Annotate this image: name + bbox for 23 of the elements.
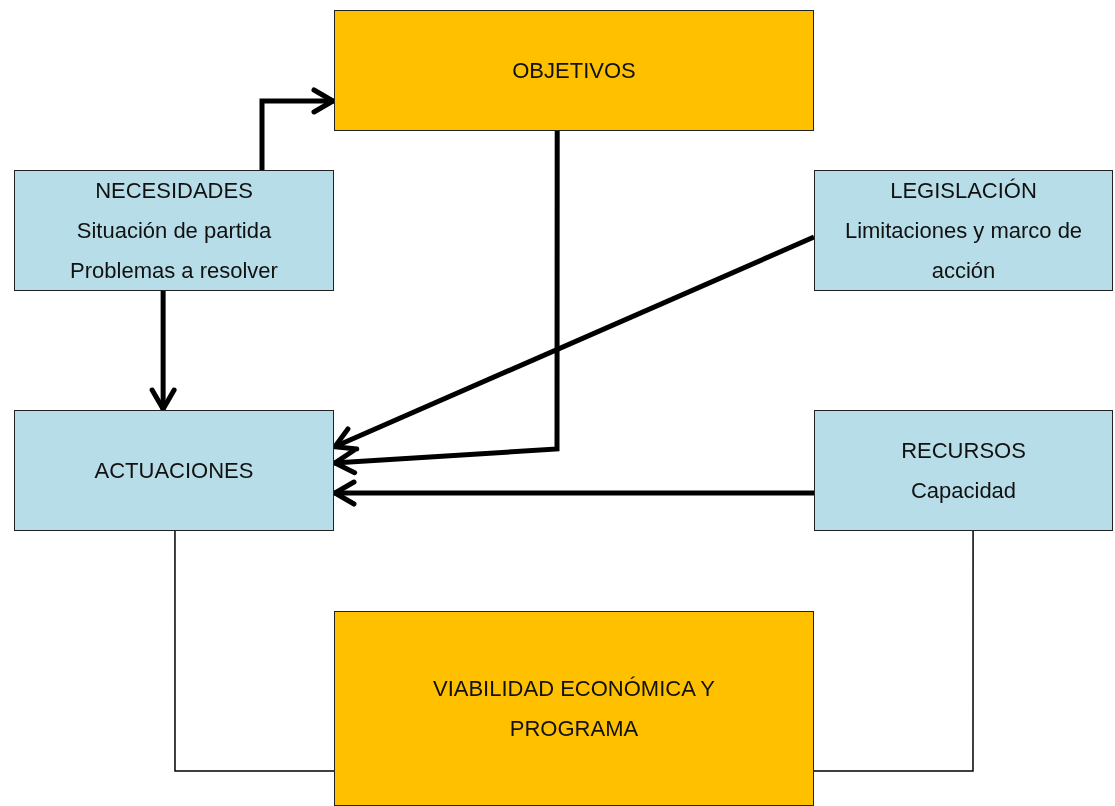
arrow (259, 87, 336, 170)
arrow (332, 234, 815, 452)
arrow (149, 291, 177, 412)
objective-box (334, 10, 814, 131)
viability-box (334, 611, 814, 806)
body-text: Situación de partida (76, 216, 272, 245)
box-label: ACTUACIONES (94, 456, 254, 485)
heading-text: NECESIDADES (95, 176, 253, 205)
actions-box (14, 410, 334, 531)
legislation-box (814, 170, 1113, 291)
body-text: Capacidad (910, 476, 1017, 505)
body-text: Problemas a resolver (70, 256, 278, 285)
heading-text: RECURSOS (901, 436, 1026, 465)
resources-box (814, 410, 1113, 531)
box-label: OBJETIVOS (512, 56, 636, 85)
needs-box (14, 170, 334, 291)
arrow (332, 479, 814, 507)
heading-text: LEGISLACIÓN (890, 176, 1037, 205)
box-label: VIABILIDAD ECONÓMICA Y PROGRAMA (432, 674, 716, 743)
connector-line (813, 530, 974, 772)
connector-line (174, 530, 335, 772)
arrow (332, 131, 560, 476)
body-text: Limitaciones y marco de acción (843, 216, 1084, 285)
